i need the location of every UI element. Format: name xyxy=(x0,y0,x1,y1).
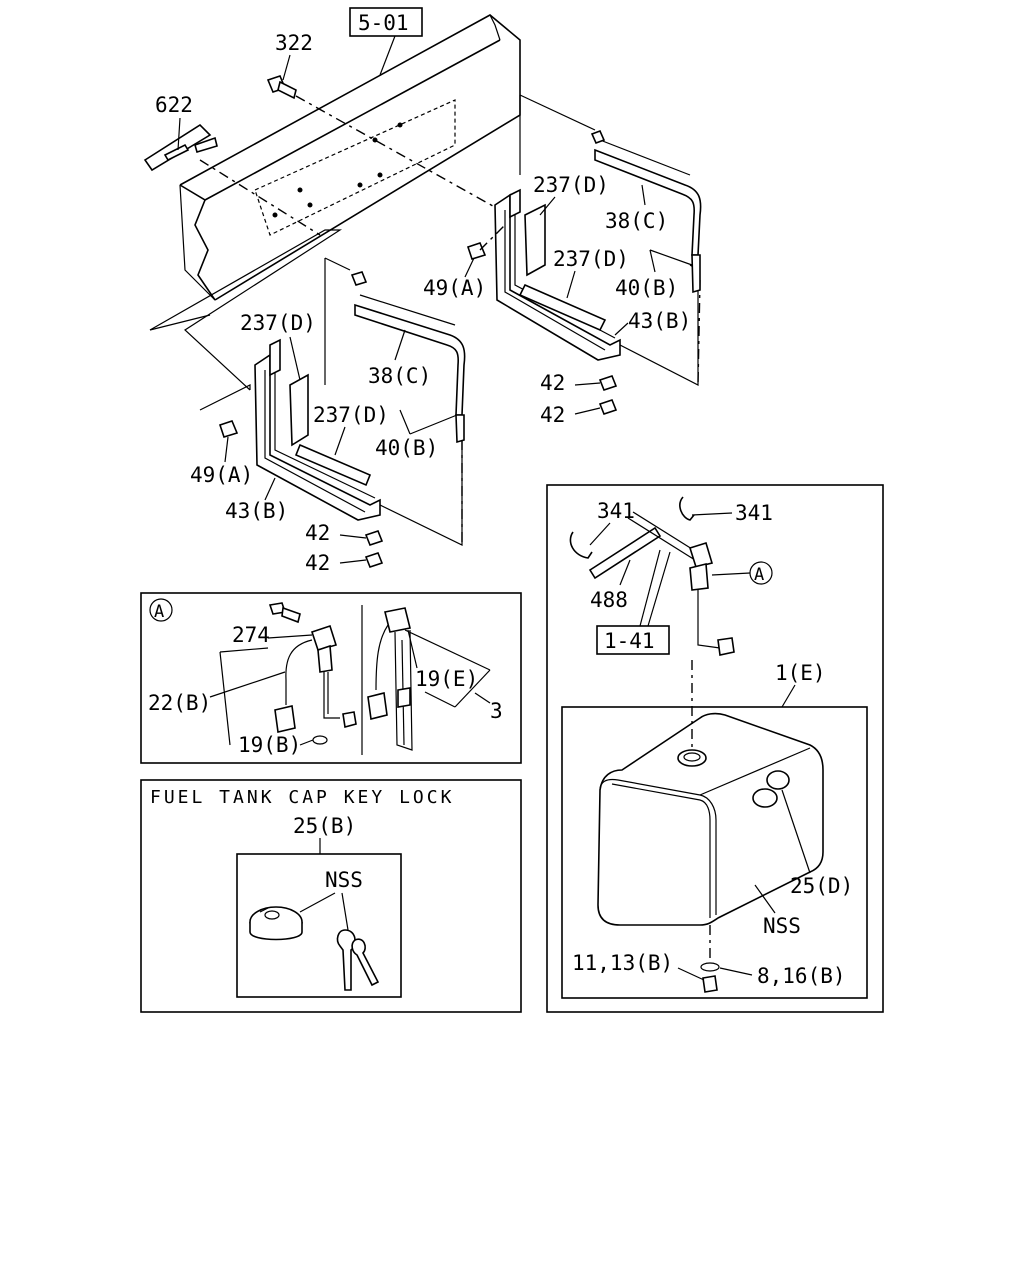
cap-lock-title: FUEL TANK CAP KEY LOCK xyxy=(150,787,454,808)
label-1e: 1(E) xyxy=(775,661,826,685)
label-1-41: 1-41 xyxy=(604,629,655,653)
label-49a-b: 49(A) xyxy=(190,463,253,487)
cap-lock-box xyxy=(140,779,522,1013)
label-11-13b: 11,13(B) xyxy=(572,951,673,975)
label-3: 3 xyxy=(490,699,503,723)
bracket-assembly-right xyxy=(466,94,702,415)
label-341-b: 341 xyxy=(735,501,773,525)
fuel-tank-box xyxy=(546,484,884,1013)
label-237d-d: 237(D) xyxy=(313,403,389,427)
tank-marker-a: A xyxy=(754,565,764,585)
label-40b-b: 40(B) xyxy=(375,436,438,460)
label-43b-a: 43(B) xyxy=(628,309,691,333)
label-nss-cap: NSS xyxy=(325,868,363,892)
section-reference-box: 5-01 xyxy=(349,7,423,76)
label-237d-c: 237(D) xyxy=(240,311,316,335)
label-38c-a: 38(C) xyxy=(605,209,668,233)
label-488: 488 xyxy=(590,588,628,612)
ref-box-1-41 xyxy=(596,625,670,655)
detail-a-box: A xyxy=(140,592,522,764)
bracket-assembly-left xyxy=(199,257,466,568)
label-274: 274 xyxy=(232,623,270,647)
label-42-d: 42 xyxy=(305,551,330,575)
frame-rail xyxy=(179,14,521,301)
label-49a-a: 49(A) xyxy=(423,276,486,300)
label-22b: 22(B) xyxy=(148,691,211,715)
section-reference-label: 5-01 xyxy=(358,11,409,35)
detail-a-marker: A xyxy=(154,602,164,622)
label-42-b: 42 xyxy=(540,403,565,427)
label-8-16b: 8,16(B) xyxy=(757,964,846,988)
label-19b: 19(B) xyxy=(238,733,301,757)
label-40b-a: 40(B) xyxy=(615,276,678,300)
label-237d-a: 237(D) xyxy=(533,173,609,197)
label-42-c: 42 xyxy=(305,521,330,545)
plate-622 xyxy=(143,123,321,236)
label-25d: 25(D) xyxy=(790,874,853,898)
label-nss-tank: NSS xyxy=(763,914,801,938)
bolt-322 xyxy=(266,75,501,211)
label-19e: 19(E) xyxy=(415,667,478,691)
label-322: 322 xyxy=(275,31,313,55)
label-38c-b: 38(C) xyxy=(368,364,431,388)
label-237d-b: 237(D) xyxy=(553,247,629,271)
label-622: 622 xyxy=(155,93,193,117)
label-341-a: 341 xyxy=(597,499,635,523)
label-25b: 25(B) xyxy=(293,814,356,838)
label-42-a: 42 xyxy=(540,371,565,395)
label-43b-b: 43(B) xyxy=(225,499,288,523)
